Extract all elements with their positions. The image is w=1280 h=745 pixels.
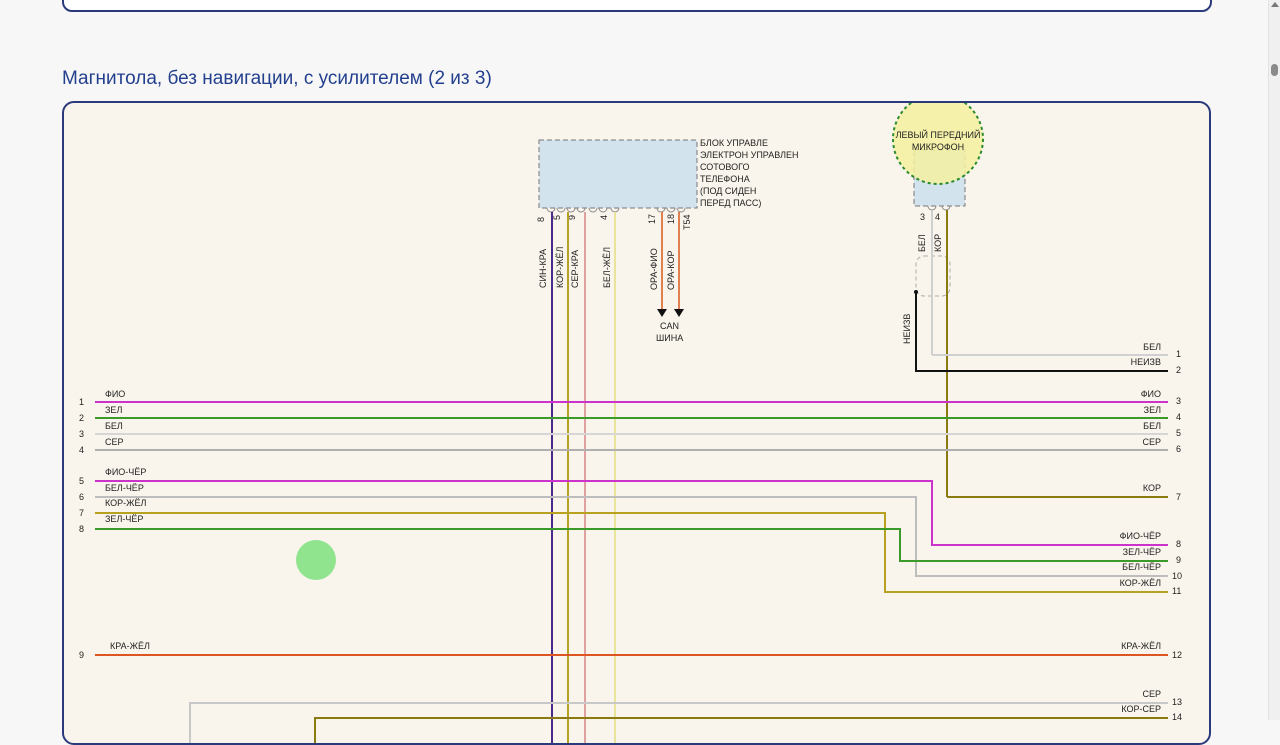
phone-pin-18: 18 [666,214,676,224]
phone-block-label-2: ЭЛЕКТРОН УПРАВЛЕН [700,150,799,160]
phone-pin-9: 9 [567,215,577,220]
left-front-microphone[interactable]: ЛЕВЫЙ ПЕРЕДНИЙ МИКРОФОН [892,101,984,211]
left-label-kra-zhel: КРА-ЖЁЛ [110,641,150,651]
phone-pin-t54: T54 [682,214,692,230]
left-pin-8: 8 [79,524,84,534]
microphone-label-1: ЛЕВЫЙ ПЕРЕДНИЙ [896,129,981,140]
mic-shield-label: НЕИЗВ [902,314,912,344]
wire-fio-cher [95,480,1168,546]
right-label-3: ФИО [1141,389,1161,399]
wire-label-ora-kor: ОРА-КОР [666,250,676,290]
right-pin-8: 8 [1176,539,1181,549]
wire-ser-bottom [189,702,1168,743]
left-label-bel-cher: БЕЛ-ЧЁР [105,483,144,493]
phone-pin-5: 5 [552,215,562,220]
phone-connector-pins [546,207,686,213]
right-pin-2: 2 [1176,365,1181,375]
left-label-fio: ФИО [105,389,125,399]
wire-label-bel-zhel: БЕЛ-ЖЁЛ [602,247,612,288]
left-pin-7: 7 [79,508,84,518]
left-label-kor-zhel: КОР-ЖЁЛ [105,498,146,508]
wire-kor-zhel-h [95,512,1168,593]
left-label-zel: ЗЕЛ [105,405,122,415]
right-pin-11: 11 [1172,586,1181,596]
right-pin-10: 10 [1172,571,1182,581]
right-pin-6: 6 [1176,444,1181,454]
left-pin-9: 9 [79,650,84,660]
cursor-highlight [296,540,336,580]
mic-wire-label-bel: БЕЛ [917,234,927,252]
scroll-up-arrow-icon[interactable] [1271,2,1279,7]
previous-diagram-card: … [62,0,1212,12]
right-label-1: БЕЛ [1143,342,1161,352]
left-label-bel: БЕЛ [105,421,123,431]
left-pin-6: 6 [79,492,84,502]
phone-pin-8: 8 [536,217,546,222]
wire-zel-cher [95,528,1168,562]
wiring-diagram[interactable]: БЛОК УПРАВЛЕ ЭЛЕКТРОН УПРАВЛЕН СОТОВОГО … [62,101,1211,745]
page-scrollbar[interactable] [1268,0,1280,720]
right-pin-14: 14 [1172,712,1182,722]
right-label-10: БЕЛ-ЧЁР [1122,562,1161,572]
wire-label-ser-kra: СЕР-КРА [570,250,580,288]
phone-block-box [538,139,698,209]
right-pin-12: 12 [1172,650,1182,660]
right-label-7: КОР [1143,483,1161,493]
left-pin-4: 4 [79,445,84,455]
phone-pin-4: 4 [599,215,609,220]
left-label-fio-cher: ФИО-ЧЁР [105,467,146,477]
section-title: Магнитола, без навигации, с усилителем (… [62,68,492,89]
phone-block-label-5: (ПОД СИДЕН [700,186,756,196]
left-pin-2: 2 [79,413,84,423]
mic-pin-4: 4 [935,212,940,222]
microphone-pins [927,205,951,211]
right-label-11: КОР-ЖЁЛ [1120,578,1161,588]
right-pin-5: 5 [1176,428,1181,438]
mic-pin-3: 3 [920,212,925,222]
right-pin-13: 13 [1172,697,1182,707]
left-pin-1: 1 [79,397,84,407]
right-label-4: ЗЕЛ [1144,405,1161,415]
microphone-highlight [892,103,984,185]
right-label-6: СЕР [1142,437,1161,447]
wire-label-ora-fio: ОРА-ФИО [649,248,659,290]
wire-neizv [915,292,1168,372]
right-label-5: БЕЛ [1143,421,1161,431]
right-pin-3: 3 [1176,396,1181,406]
left-label-zel-cher: ЗЕЛ-ЧЁР [105,514,143,524]
left-label-ser: СЕР [105,437,124,447]
right-label-8: ФИО-ЧЁР [1120,531,1161,541]
wire-label-kor-zhel: КОР-ЖЁЛ [555,247,565,288]
scroll-thumb[interactable] [1271,64,1278,76]
can-arrows [657,309,684,317]
wiring-diagram-card: БЛОК УПРАВЛЕ ЭЛЕКТРОН УПРАВЛЕН СОТОВОГО … [62,101,1211,745]
microphone-label-2: МИКРОФОН [912,142,964,152]
left-pin-3: 3 [79,429,84,439]
right-pin-9: 9 [1176,555,1181,565]
phone-control-block[interactable]: БЛОК УПРАВЛЕ ЭЛЕКТРОН УПРАВЛЕН СОТОВОГО … [538,138,799,213]
wire-label-sin-kra: СИН-КРА [538,249,548,288]
previous-card-text: … [70,0,78,1]
phone-block-label-1: БЛОК УПРАВЛЕ [700,138,768,148]
mic-wire-label-kor: КОР [933,234,943,252]
right-pin-7: 7 [1176,492,1181,502]
phone-block-label-6: ПЕРЕД ПАСС) [700,198,761,208]
right-label-14: КОР-СЕР [1121,704,1161,714]
can-label: CAN [660,321,679,331]
wire-bel-cher [95,496,1168,577]
right-pin-4: 4 [1176,412,1181,422]
right-label-13: СЕР [1142,689,1161,699]
left-pin-5: 5 [79,476,84,486]
can-bus-label: ШИНА [656,333,683,343]
wire-kor-ser [314,717,1168,743]
right-pin-1: 1 [1176,349,1181,359]
phone-block-label-4: ТЕЛЕФОНА [700,174,750,184]
phone-block-label-3: СОТОВОГО [700,162,749,172]
right-label-2: НЕИЗВ [1131,357,1161,367]
right-label-12: КРА-ЖЁЛ [1121,641,1161,651]
phone-pin-17: 17 [647,214,657,224]
right-label-9: ЗЕЛ-ЧЁР [1123,547,1161,557]
